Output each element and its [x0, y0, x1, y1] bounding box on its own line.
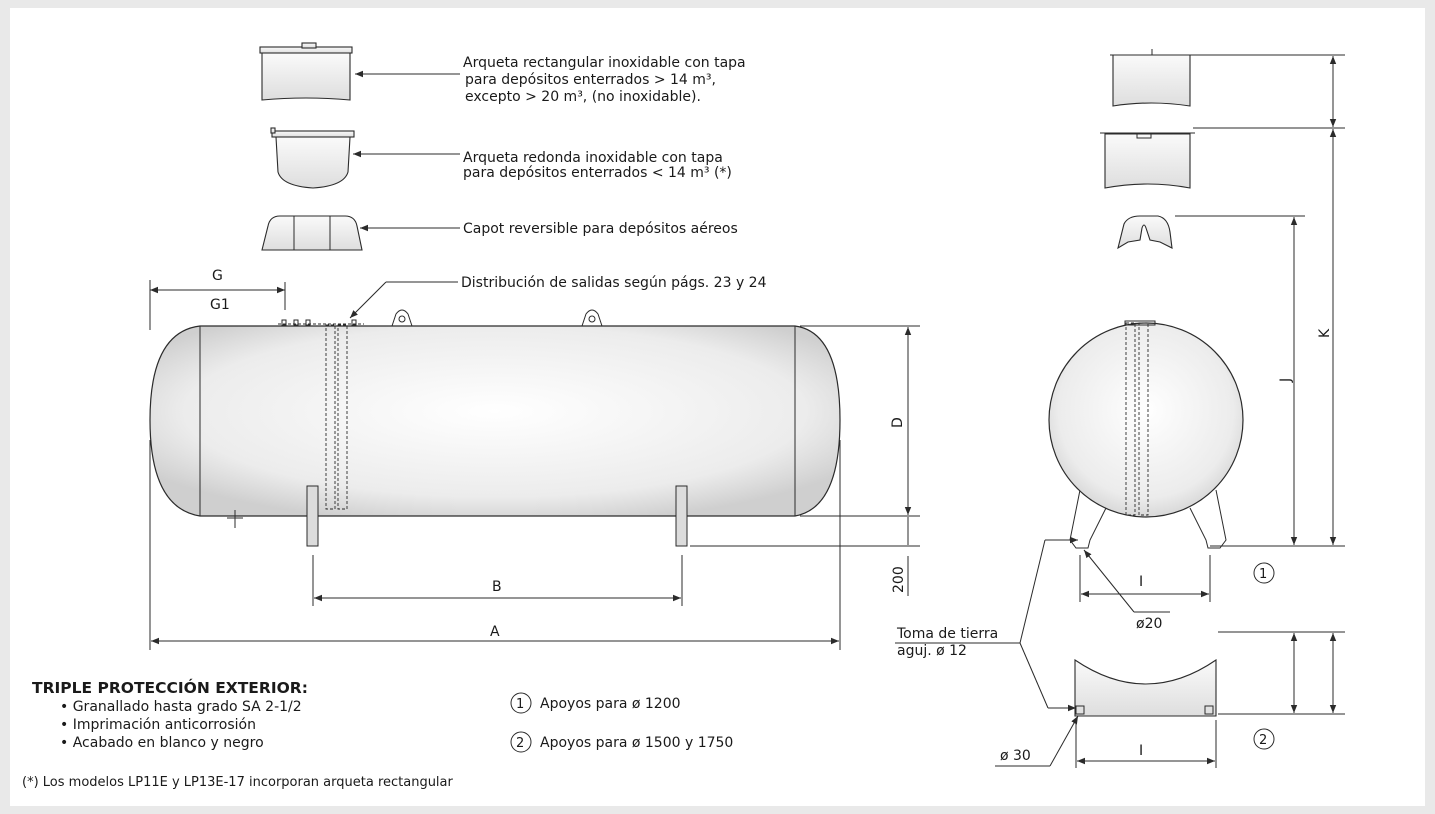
dim-g: G — [212, 268, 223, 284]
tank-side-view — [149, 309, 841, 547]
dim-200: 200 — [891, 566, 907, 593]
protection-item-1: • Granallado hasta grado SA 2-1/2 — [60, 699, 302, 715]
saddle-support-icon — [1074, 658, 1217, 717]
protection-item-2: • Imprimación anticorrosión — [60, 717, 256, 733]
dim-d30: ø 30 — [1000, 748, 1031, 764]
tank-front-view — [1048, 320, 1244, 549]
earth-label-2: aguj. ø 12 — [897, 643, 967, 659]
protection-title: TRIPLE PROTECCIÓN EXTERIOR: — [32, 678, 308, 697]
legend-marker-2: 2 — [516, 736, 524, 751]
rect-box-label-3: excepto > 20 m³, (no inoxidable). — [465, 89, 701, 105]
capot-icon — [261, 215, 363, 251]
capot-label: Capot reversible para depósitos aéreos — [463, 221, 738, 237]
rect-box-label-1: Arqueta rectangular inoxidable con tapa — [463, 55, 746, 71]
dim-i-bottom: I — [1139, 743, 1143, 759]
round-box-label-1: Arqueta redonda inoxidable con tapa — [463, 150, 723, 166]
dim-j: J — [1278, 378, 1294, 383]
dim-b: B — [492, 579, 502, 595]
marker-1: 1 — [1259, 567, 1267, 582]
support-2-label: Apoyos para ø 1500 y 1750 — [540, 735, 733, 751]
earth-label-1: Toma de tierra — [896, 626, 998, 642]
protection-item-3: • Acabado en blanco y negro — [60, 735, 264, 751]
outlets-label: Distribución de salidas según págs. 23 y… — [461, 275, 767, 291]
capot-front-icon — [1117, 215, 1173, 250]
footnote: (*) Los modelos LP11E y LP13E-17 incorpo… — [22, 775, 454, 790]
legend-marker-1: 1 — [516, 697, 524, 712]
rect-box-front-icon — [1110, 49, 1193, 107]
dim-d20: ø20 — [1136, 616, 1162, 632]
dim-i-top: I — [1139, 574, 1143, 590]
dim-k: K — [1317, 328, 1333, 338]
round-box-icon — [270, 127, 355, 189]
dim-g1: G1 — [210, 297, 230, 313]
round-box-label-2: para depósitos enterrados < 14 m³ (*) — [463, 165, 732, 181]
support-1-label: Apoyos para ø 1200 — [540, 696, 681, 712]
round-box-front-icon — [1100, 132, 1195, 189]
rect-box-icon — [259, 42, 353, 101]
marker-2: 2 — [1259, 733, 1267, 748]
dim-a: A — [490, 624, 500, 640]
dim-d: D — [890, 417, 906, 428]
rect-box-label-2: para depósitos enterrados > 14 m³, — [465, 72, 716, 88]
